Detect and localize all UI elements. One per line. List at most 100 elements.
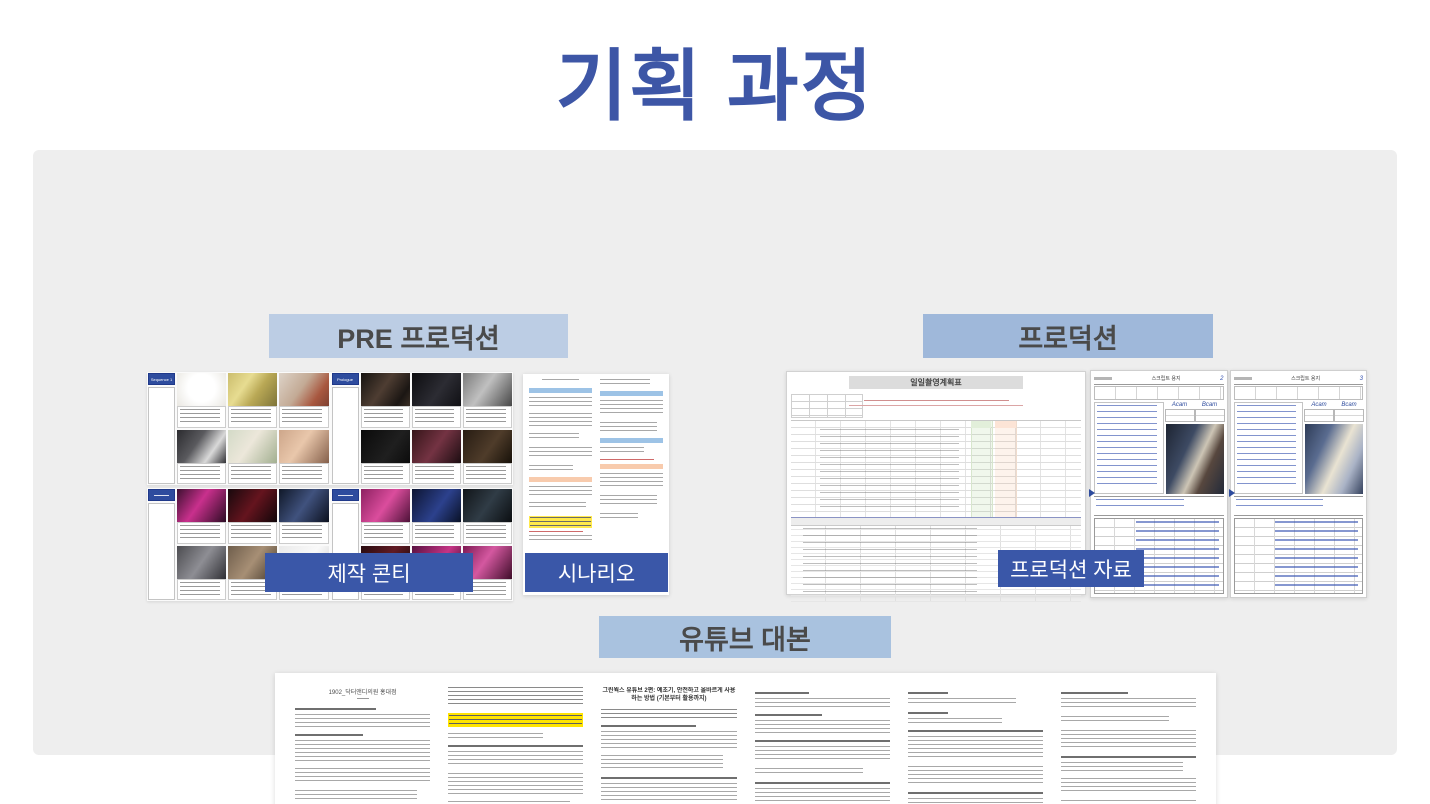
cam-b-label: Bcam <box>1341 402 1357 408</box>
meta-grid <box>791 394 863 418</box>
heading-placeholder <box>1060 692 1129 694</box>
caption-placeholder <box>231 409 271 425</box>
storyboard-page: Prologue <box>331 373 512 484</box>
text-line-placeholder <box>1060 800 1197 804</box>
text-line-placeholder <box>754 788 890 804</box>
status-column-ok <box>970 421 994 517</box>
text-line-placeholder <box>295 790 417 800</box>
heading-placeholder <box>754 740 890 742</box>
storyboard-thumbnail <box>177 373 227 406</box>
text-line-placeholder <box>360 522 410 544</box>
text-line-placeholder <box>529 413 592 427</box>
caption-placeholder <box>363 465 404 481</box>
cam-table <box>1334 409 1364 422</box>
actor-photo <box>1165 424 1224 494</box>
red-text-line <box>529 531 583 532</box>
text-line-placeholder <box>360 429 410 484</box>
caption-placeholder <box>465 581 506 597</box>
text-line-placeholder <box>530 517 591 527</box>
header-segment <box>1094 377 1112 380</box>
storyboard-tab <box>331 489 359 501</box>
text-line-placeholder <box>295 714 431 728</box>
text-line-placeholder <box>148 489 175 600</box>
caption-placeholder <box>231 581 271 597</box>
heading-placeholder <box>295 708 377 710</box>
spreadsheet-main-grid <box>791 421 1081 518</box>
text-line-placeholder <box>177 522 227 544</box>
storyboard-sidebar <box>331 387 359 484</box>
caption-placeholder <box>282 525 323 541</box>
cam-a-label: Acam <box>1171 402 1188 408</box>
storyboard-tab: Prologue <box>331 373 359 385</box>
storyboard-tab: Sequence 1 <box>148 373 175 385</box>
heading-placeholder <box>907 692 949 694</box>
scenario-column <box>600 379 663 590</box>
location-row <box>1233 497 1363 516</box>
storyboard-thumbnail <box>228 429 278 463</box>
ink-placeholder <box>1235 499 1324 508</box>
scene-heading-bar <box>529 477 592 482</box>
text-line-placeholder <box>601 754 723 771</box>
text-line-placeholder <box>1060 730 1197 750</box>
text-line-placeholder <box>529 486 592 496</box>
ink-placeholder <box>1097 405 1157 485</box>
page-title: 기획 과정 <box>555 42 875 130</box>
heading-placeholder <box>601 724 696 727</box>
text-line-placeholder <box>600 473 663 489</box>
text-line-placeholder: Acam Bcam <box>1304 402 1364 422</box>
caption-placeholder <box>231 465 271 481</box>
text-line-placeholder <box>600 513 638 521</box>
storyboard-thumbnail <box>177 489 227 522</box>
red-text-line <box>600 459 654 460</box>
ink-placeholder <box>1236 405 1297 485</box>
header-production: 프로덕션 <box>923 314 1213 358</box>
storyboard-thumbnail <box>228 373 278 406</box>
text-line-placeholder <box>360 406 410 428</box>
caption-placeholder <box>363 525 404 541</box>
text-line-placeholder <box>177 489 227 544</box>
text-line-placeholder <box>360 373 410 428</box>
storyboard-thumbnail <box>462 429 512 463</box>
header-segment <box>1233 377 1252 380</box>
storyboard-tab <box>148 489 175 501</box>
text-line-placeholder: Acam Bcam <box>1304 402 1364 494</box>
caption-placeholder <box>231 525 271 541</box>
text-line-placeholder <box>449 715 583 725</box>
cam-a-label: Acam <box>1311 402 1327 408</box>
script-column: 그린웍스 유튜브 2편: 예초기, 안전하고 올바르게 사용하는 방법 (기본부… <box>601 687 737 804</box>
text-line-placeholder <box>907 736 1043 760</box>
text-line-placeholder <box>228 373 278 428</box>
text-line-placeholder: 스크립트 용지 2 <box>1094 374 1224 385</box>
storyboard-thumbnail <box>279 373 329 406</box>
script-doc-title: 그린웍스 유튜브 2편: 예초기, 안전하고 올바르게 사용하는 방법 (기본부… <box>602 688 736 703</box>
header-pre-production: PRE 프로덕션 <box>269 314 568 358</box>
heading-placeholder <box>601 776 737 779</box>
storyboard-thumbnail <box>411 429 461 463</box>
storyboard-thumbnail <box>279 489 329 522</box>
caption-placeholder <box>414 409 455 425</box>
heading-placeholder <box>754 714 823 716</box>
heading-placeholder <box>295 734 363 736</box>
text-line-placeholder <box>529 397 592 407</box>
caption-placeholder <box>414 525 455 541</box>
text-line-placeholder <box>279 429 329 484</box>
storyboard-thumbnail <box>228 489 278 522</box>
caption-placeholder <box>180 465 220 481</box>
text-line-placeholder <box>529 447 592 459</box>
storyboard-thumbnail <box>360 429 410 463</box>
text-line-placeholder <box>228 462 278 484</box>
text-line-placeholder <box>279 373 329 428</box>
spreadsheet-title: 일일촬영계획표 <box>849 376 1023 389</box>
text-line-placeholder <box>177 462 227 484</box>
handwritten-notes <box>1233 402 1303 494</box>
text-line-placeholder <box>600 400 663 416</box>
text-line-placeholder <box>279 462 329 484</box>
caption-placeholder <box>414 465 455 481</box>
status-column-ng <box>995 421 1017 517</box>
text-line-placeholder <box>177 578 227 600</box>
text-line-placeholder <box>462 373 512 428</box>
text-line-placeholder <box>601 730 737 749</box>
cam-table <box>1164 409 1195 422</box>
script-column <box>1060 687 1197 804</box>
